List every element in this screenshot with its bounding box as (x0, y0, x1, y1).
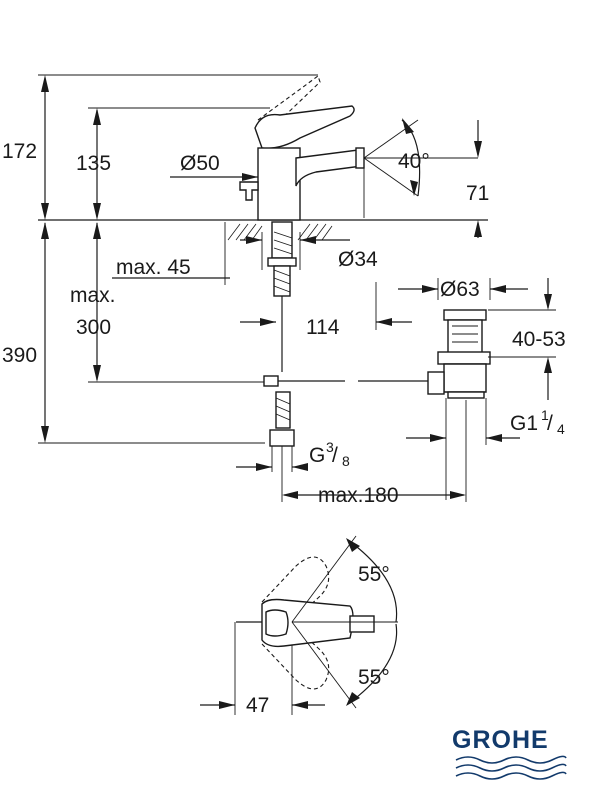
label-inlet-thread-slash: / (332, 444, 338, 467)
label-390: 390 (2, 344, 37, 367)
label-waste-thread: G1 (510, 412, 538, 435)
inlet-connector (269, 429, 295, 447)
label-waste-diameter: Ø63 (440, 278, 480, 301)
pop-up-rod (239, 181, 259, 201)
grohe-logo-text: GROHE (452, 726, 549, 754)
label-swivel-top: 55° (358, 563, 390, 586)
label-swivel-bottom: 55° (358, 666, 390, 689)
label-waste-thread-slash: / (547, 412, 553, 435)
label-body-diameter: Ø50 (180, 152, 220, 175)
lever-handle (254, 105, 355, 149)
label-mount-diameter: Ø34 (338, 248, 378, 271)
tap-body (257, 147, 301, 221)
swivel-outline-top (261, 556, 330, 623)
label-114: 114 (306, 316, 340, 339)
grohe-logo: GROHE (452, 726, 567, 780)
label-172: 172 (2, 140, 37, 163)
label-max-180: max.180 (318, 484, 399, 507)
label-max: max. (70, 284, 116, 307)
pop-up-waste (427, 309, 491, 399)
swivel-outline-bottom (261, 623, 330, 690)
label-300: 300 (76, 316, 111, 339)
label-waste-thread-den: 4 (557, 421, 565, 437)
label-max-45: max. 45 (116, 256, 191, 279)
label-inlet-thread-den: 8 (342, 453, 350, 469)
label-40-53: 40-53 (512, 328, 566, 351)
label-71: 71 (466, 182, 489, 205)
label-inlet-thread-num: 3 (326, 439, 334, 455)
label-135: 135 (76, 152, 111, 175)
label-47: 47 (246, 694, 269, 717)
label-inlet-thread: G (309, 444, 325, 467)
label-spray-angle: 40° (398, 150, 430, 173)
spout (295, 149, 363, 187)
label-waste-thread-num: 1 (541, 407, 549, 423)
connector-nut (263, 375, 279, 387)
